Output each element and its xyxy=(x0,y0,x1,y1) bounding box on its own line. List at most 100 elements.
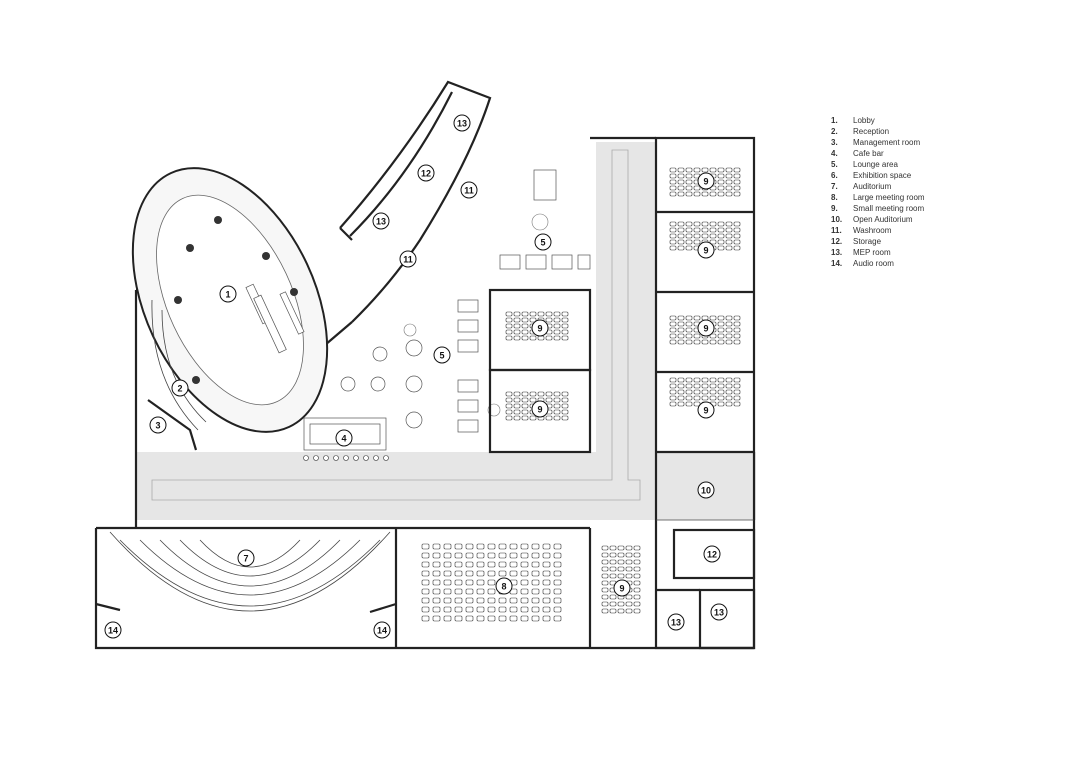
legend-label: MEP room xyxy=(853,248,891,257)
legend-item: 13. MEP room xyxy=(831,247,1051,258)
legend-number: 4. xyxy=(831,149,838,158)
svg-text:14: 14 xyxy=(377,626,387,636)
tag-cafe: 4 xyxy=(335,429,353,447)
tag-small-g: 9 xyxy=(613,579,631,597)
legend-label: Exhibition space xyxy=(853,171,912,180)
svg-text:9: 9 xyxy=(537,405,542,415)
tag-mep-c: 13 xyxy=(667,613,685,631)
tag-small-e: 9 xyxy=(697,319,715,337)
tag-audio-b: 14 xyxy=(373,621,391,639)
svg-text:9: 9 xyxy=(703,324,708,334)
legend-number: 7. xyxy=(831,182,838,191)
tag-lounge-b: 5 xyxy=(433,346,451,364)
auditorium xyxy=(95,531,397,614)
legend-number: 1. xyxy=(831,116,838,125)
svg-text:13: 13 xyxy=(714,608,724,618)
tag-mep-a: 13 xyxy=(453,114,471,132)
legend-label: Auditorium xyxy=(853,182,892,191)
tag-audio-a: 14 xyxy=(104,621,122,639)
legend-number: 12. xyxy=(831,237,843,246)
corridor xyxy=(136,142,756,520)
svg-text:3: 3 xyxy=(155,421,160,431)
legend-number: 9. xyxy=(831,204,838,213)
legend-number: 5. xyxy=(831,160,838,169)
legend-number: 8. xyxy=(831,193,838,202)
legend-label: Reception xyxy=(853,127,890,136)
legend-label: Management room xyxy=(853,138,921,147)
tag-small-c: 9 xyxy=(697,172,715,190)
legend-label: Lounge area xyxy=(853,160,898,169)
legend-label: Open Auditorium xyxy=(853,215,913,224)
legend-number: 10. xyxy=(831,215,843,224)
legend-item: 8. Large meeting room xyxy=(831,192,1051,203)
legend-label: Audio room xyxy=(853,259,894,268)
legend-label: Cafe bar xyxy=(853,149,884,158)
svg-text:4: 4 xyxy=(341,434,346,444)
tag-lounge-a: 5 xyxy=(534,233,552,251)
tag-washroom-a: 11 xyxy=(460,181,478,199)
svg-text:14: 14 xyxy=(108,626,118,636)
reception-area xyxy=(147,299,207,451)
svg-text:12: 12 xyxy=(421,169,431,179)
svg-text:9: 9 xyxy=(703,406,708,416)
legend-label: Storage xyxy=(853,237,882,246)
tag-storage: 12 xyxy=(703,545,721,563)
svg-text:11: 11 xyxy=(403,255,413,265)
svg-text:7: 7 xyxy=(243,554,248,564)
tag-small-f: 9 xyxy=(697,401,715,419)
tag-small-d: 9 xyxy=(697,241,715,259)
legend: 1. Lobby 2. Reception 3. Management room 4. Caf… xyxy=(831,115,1051,269)
legend-item: 2. Reception xyxy=(831,126,1051,137)
legend-item: 9. Small meeting room xyxy=(831,203,1051,214)
tag-large-meeting: 8 xyxy=(495,577,513,595)
svg-text:13: 13 xyxy=(671,618,681,628)
svg-text:9: 9 xyxy=(537,324,542,334)
legend-item: 6. Exhibition space xyxy=(831,170,1051,181)
svg-text:2: 2 xyxy=(177,384,182,394)
legend-number: 3. xyxy=(831,138,838,147)
tag-mep-b: 13 xyxy=(372,212,390,230)
legend-number: 2. xyxy=(831,127,838,136)
svg-text:12: 12 xyxy=(707,550,717,560)
legend-number: 6. xyxy=(831,171,838,180)
legend-label: Washroom xyxy=(853,226,892,235)
tag-management: 3 xyxy=(149,416,167,434)
tag-small-b: 9 xyxy=(531,400,549,418)
center-meeting-rooms xyxy=(488,288,592,454)
tag-small-a: 9 xyxy=(531,319,549,337)
legend-number: 13. xyxy=(831,248,843,257)
svg-text:10: 10 xyxy=(701,486,711,496)
tag-open-auditorium: 10 xyxy=(697,481,715,499)
legend-label: Lobby xyxy=(853,116,875,125)
room-tags: 1 2 3 4 5 5 7 8 9 9 9 9 9 9 9 10 11 11 1… xyxy=(104,114,728,639)
svg-text:5: 5 xyxy=(540,238,545,248)
legend-item: 7. Auditorium xyxy=(831,181,1051,192)
legend-label: Small meeting room xyxy=(853,204,925,213)
tag-washroom-b: 11 xyxy=(399,250,417,268)
legend-number: 14. xyxy=(831,259,843,268)
legend-item: 1. Lobby xyxy=(831,115,1051,126)
svg-text:9: 9 xyxy=(619,584,624,594)
large-meeting-seats xyxy=(421,543,562,622)
legend-item: 11. Washroom xyxy=(831,225,1051,236)
legend-label: Large meeting room xyxy=(853,193,925,202)
legend-number: 11. xyxy=(831,226,842,235)
legend-item: 3. Management room xyxy=(831,137,1051,148)
svg-text:5: 5 xyxy=(439,351,444,361)
legend-item: 12. Storage xyxy=(831,236,1051,247)
svg-text:8: 8 xyxy=(501,582,506,592)
right-meeting-rooms xyxy=(656,210,756,650)
legend-item: 10. Open Auditorium xyxy=(831,214,1051,225)
tag-storage-sub: 12 xyxy=(417,164,435,182)
svg-text:9: 9 xyxy=(703,177,708,187)
tag-auditorium: 7 xyxy=(237,549,255,567)
legend-item: 4. Cafe bar xyxy=(831,148,1051,159)
svg-text:9: 9 xyxy=(703,246,708,256)
tag-reception: 2 xyxy=(171,379,189,397)
legend-item: 5. Lounge area xyxy=(831,159,1051,170)
svg-text:11: 11 xyxy=(464,186,474,196)
lounge-furniture xyxy=(340,169,591,433)
tag-mep-d: 13 xyxy=(710,603,728,621)
svg-text:1: 1 xyxy=(225,290,230,300)
